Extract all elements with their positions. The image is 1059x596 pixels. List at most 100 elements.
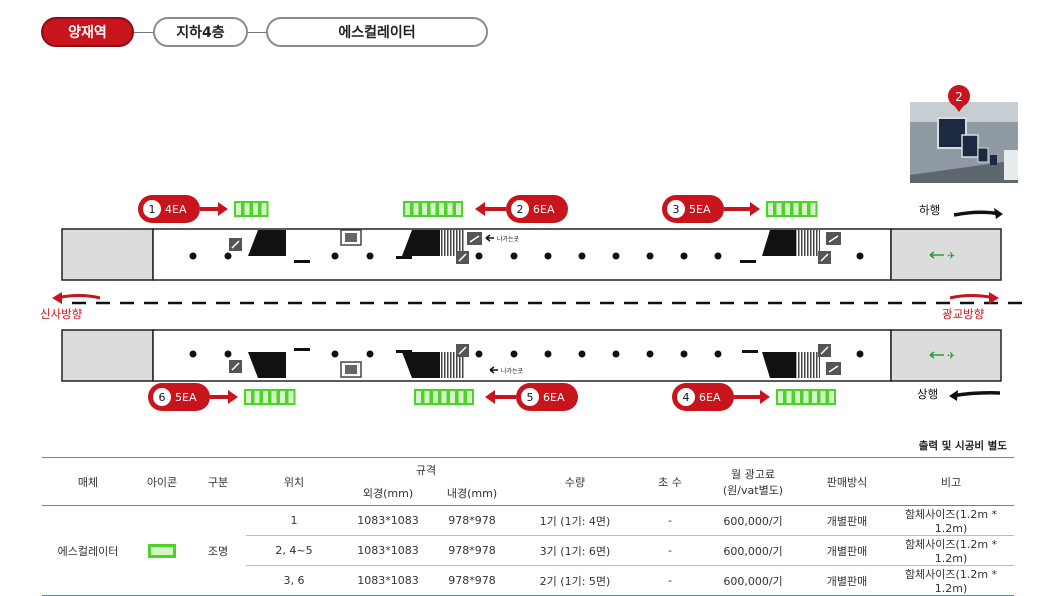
photo-pin-number: 2 bbox=[955, 90, 963, 104]
bench bbox=[396, 350, 412, 353]
cost-note: 출력 및 시공비 별도 bbox=[918, 440, 1007, 452]
ad-panel bbox=[242, 201, 252, 217]
marker-count: 5EA bbox=[175, 391, 197, 404]
table-row: 3, 6 1083*1083 978*978 2기 (1기: 5면) - 600… bbox=[42, 565, 1014, 596]
cell-sales: 개별판매 bbox=[806, 535, 888, 566]
marker-number-circle bbox=[511, 200, 529, 218]
ad-panel bbox=[465, 389, 474, 405]
pillar-dot bbox=[646, 350, 654, 358]
cell-inner: 978*978 bbox=[434, 535, 510, 566]
down-direction-arrow-icon bbox=[953, 210, 1001, 217]
bench bbox=[396, 256, 412, 259]
cell-position: 2, 4~5 bbox=[246, 535, 342, 566]
table-row: 에스컬레이터 조명 1 1083*1083 978*978 1기 (1기: 4면… bbox=[42, 506, 1014, 558]
ad-panel bbox=[793, 389, 802, 405]
spec-table: 매체 아이콘 구분 위치 규격 수량 초 수 월 광고료(원/vat별도) 판매… bbox=[42, 457, 1014, 596]
ad-panel bbox=[818, 389, 828, 405]
bench bbox=[294, 260, 310, 263]
marker-count: 4EA bbox=[165, 203, 187, 216]
ad-panel bbox=[454, 201, 463, 217]
th-sales: 판매방식 bbox=[826, 475, 868, 489]
th-outer: 외경(mm) bbox=[362, 487, 414, 501]
ad-panel bbox=[422, 389, 432, 405]
cell-faces: - bbox=[668, 514, 672, 527]
pillar-dot bbox=[475, 252, 483, 260]
ad-panel bbox=[808, 201, 818, 217]
cell-inner: 978*978 bbox=[448, 514, 496, 527]
th-price-line2: (원/vat별도) bbox=[722, 483, 784, 497]
marker-number: 1 bbox=[149, 203, 156, 216]
marker-5[interactable]: 5 6EA bbox=[414, 383, 578, 411]
marker-number-circle bbox=[153, 388, 171, 406]
exit-arrow-icon bbox=[489, 366, 498, 374]
cell-qty: 3기 (1기: 6면) bbox=[510, 535, 640, 566]
ad-panel bbox=[445, 201, 455, 217]
pillar-dot bbox=[714, 252, 722, 260]
pillar-dot bbox=[510, 350, 518, 358]
escalator bbox=[762, 230, 820, 256]
pillar-dot bbox=[366, 252, 374, 260]
exit-label: 나가는곳 bbox=[501, 367, 524, 375]
pillar-dot bbox=[612, 252, 620, 260]
th-media: 매체 bbox=[77, 475, 99, 489]
pillar-dot bbox=[714, 350, 722, 358]
svg-text:✈: ✈ bbox=[947, 351, 955, 362]
direction-right-label: 광교방향 bbox=[942, 307, 985, 321]
th-spec: 규격 bbox=[415, 463, 437, 477]
ad-panel bbox=[766, 201, 775, 217]
marker-count: 5EA bbox=[689, 203, 711, 216]
breadcrumb-media[interactable]: 에스컬레이터 bbox=[266, 17, 488, 47]
breadcrumb-station[interactable]: 양재역 bbox=[41, 17, 134, 47]
marker-number-circle bbox=[677, 388, 695, 406]
ad-panel bbox=[784, 389, 794, 405]
pillar-dot bbox=[578, 252, 586, 260]
ad-panel bbox=[286, 389, 296, 405]
down-direction-label: 하행 bbox=[919, 203, 940, 217]
direction-left-label: 신사방향 bbox=[40, 307, 83, 321]
svg-text:✈: ✈ bbox=[947, 251, 955, 262]
th-inner: 내경(mm) bbox=[446, 487, 498, 501]
ad-panel bbox=[252, 389, 262, 405]
pillar-dot bbox=[475, 350, 483, 358]
table-row: 2, 4~5 1083*1083 978*978 3기 (1기: 6면) - 6… bbox=[42, 535, 1014, 566]
up-direction-label: 상행 bbox=[917, 387, 938, 401]
ad-panel bbox=[428, 201, 438, 217]
ad-panel bbox=[420, 201, 429, 217]
marker-number: 5 bbox=[527, 391, 534, 404]
th-position: 위치 bbox=[283, 475, 305, 489]
breadcrumb-floor[interactable]: 지하4층 bbox=[153, 17, 248, 47]
marker-number: 2 bbox=[517, 203, 524, 216]
pillar-dot bbox=[680, 252, 688, 260]
escalator-sign-icon bbox=[467, 232, 482, 245]
th-qty: 수량 bbox=[564, 475, 586, 489]
location-photo[interactable] bbox=[910, 102, 1018, 183]
right-direction-arrow-icon bbox=[949, 292, 999, 304]
cell-remark: 함체사이즈(1.2m * 1.2m) bbox=[888, 535, 1014, 566]
ad-panel bbox=[269, 389, 279, 405]
pillar-dot bbox=[646, 252, 654, 260]
cell-icon bbox=[134, 506, 190, 596]
escalator bbox=[248, 230, 286, 256]
marker-number-circle bbox=[667, 200, 685, 218]
ad-panel bbox=[791, 201, 801, 217]
escalator-sign-icon bbox=[818, 251, 831, 264]
marker-count: 6EA bbox=[543, 391, 565, 404]
ad-panel bbox=[261, 389, 270, 405]
ad-panel bbox=[411, 201, 421, 217]
marker-1[interactable]: 1 4EA bbox=[138, 195, 269, 223]
marker-number-circle bbox=[521, 388, 539, 406]
escalator-sign-icon bbox=[456, 251, 469, 264]
marker-arrow-icon bbox=[218, 202, 228, 216]
ad-panel bbox=[234, 201, 243, 217]
marker-count: 6EA bbox=[699, 391, 721, 404]
left-direction-arrow-icon bbox=[52, 292, 101, 304]
marker-arrow-icon bbox=[228, 390, 238, 404]
breadcrumb-connector bbox=[132, 32, 156, 33]
ad-panel bbox=[403, 201, 412, 217]
cell-qty: 2기 (1기: 5면) bbox=[510, 565, 640, 596]
